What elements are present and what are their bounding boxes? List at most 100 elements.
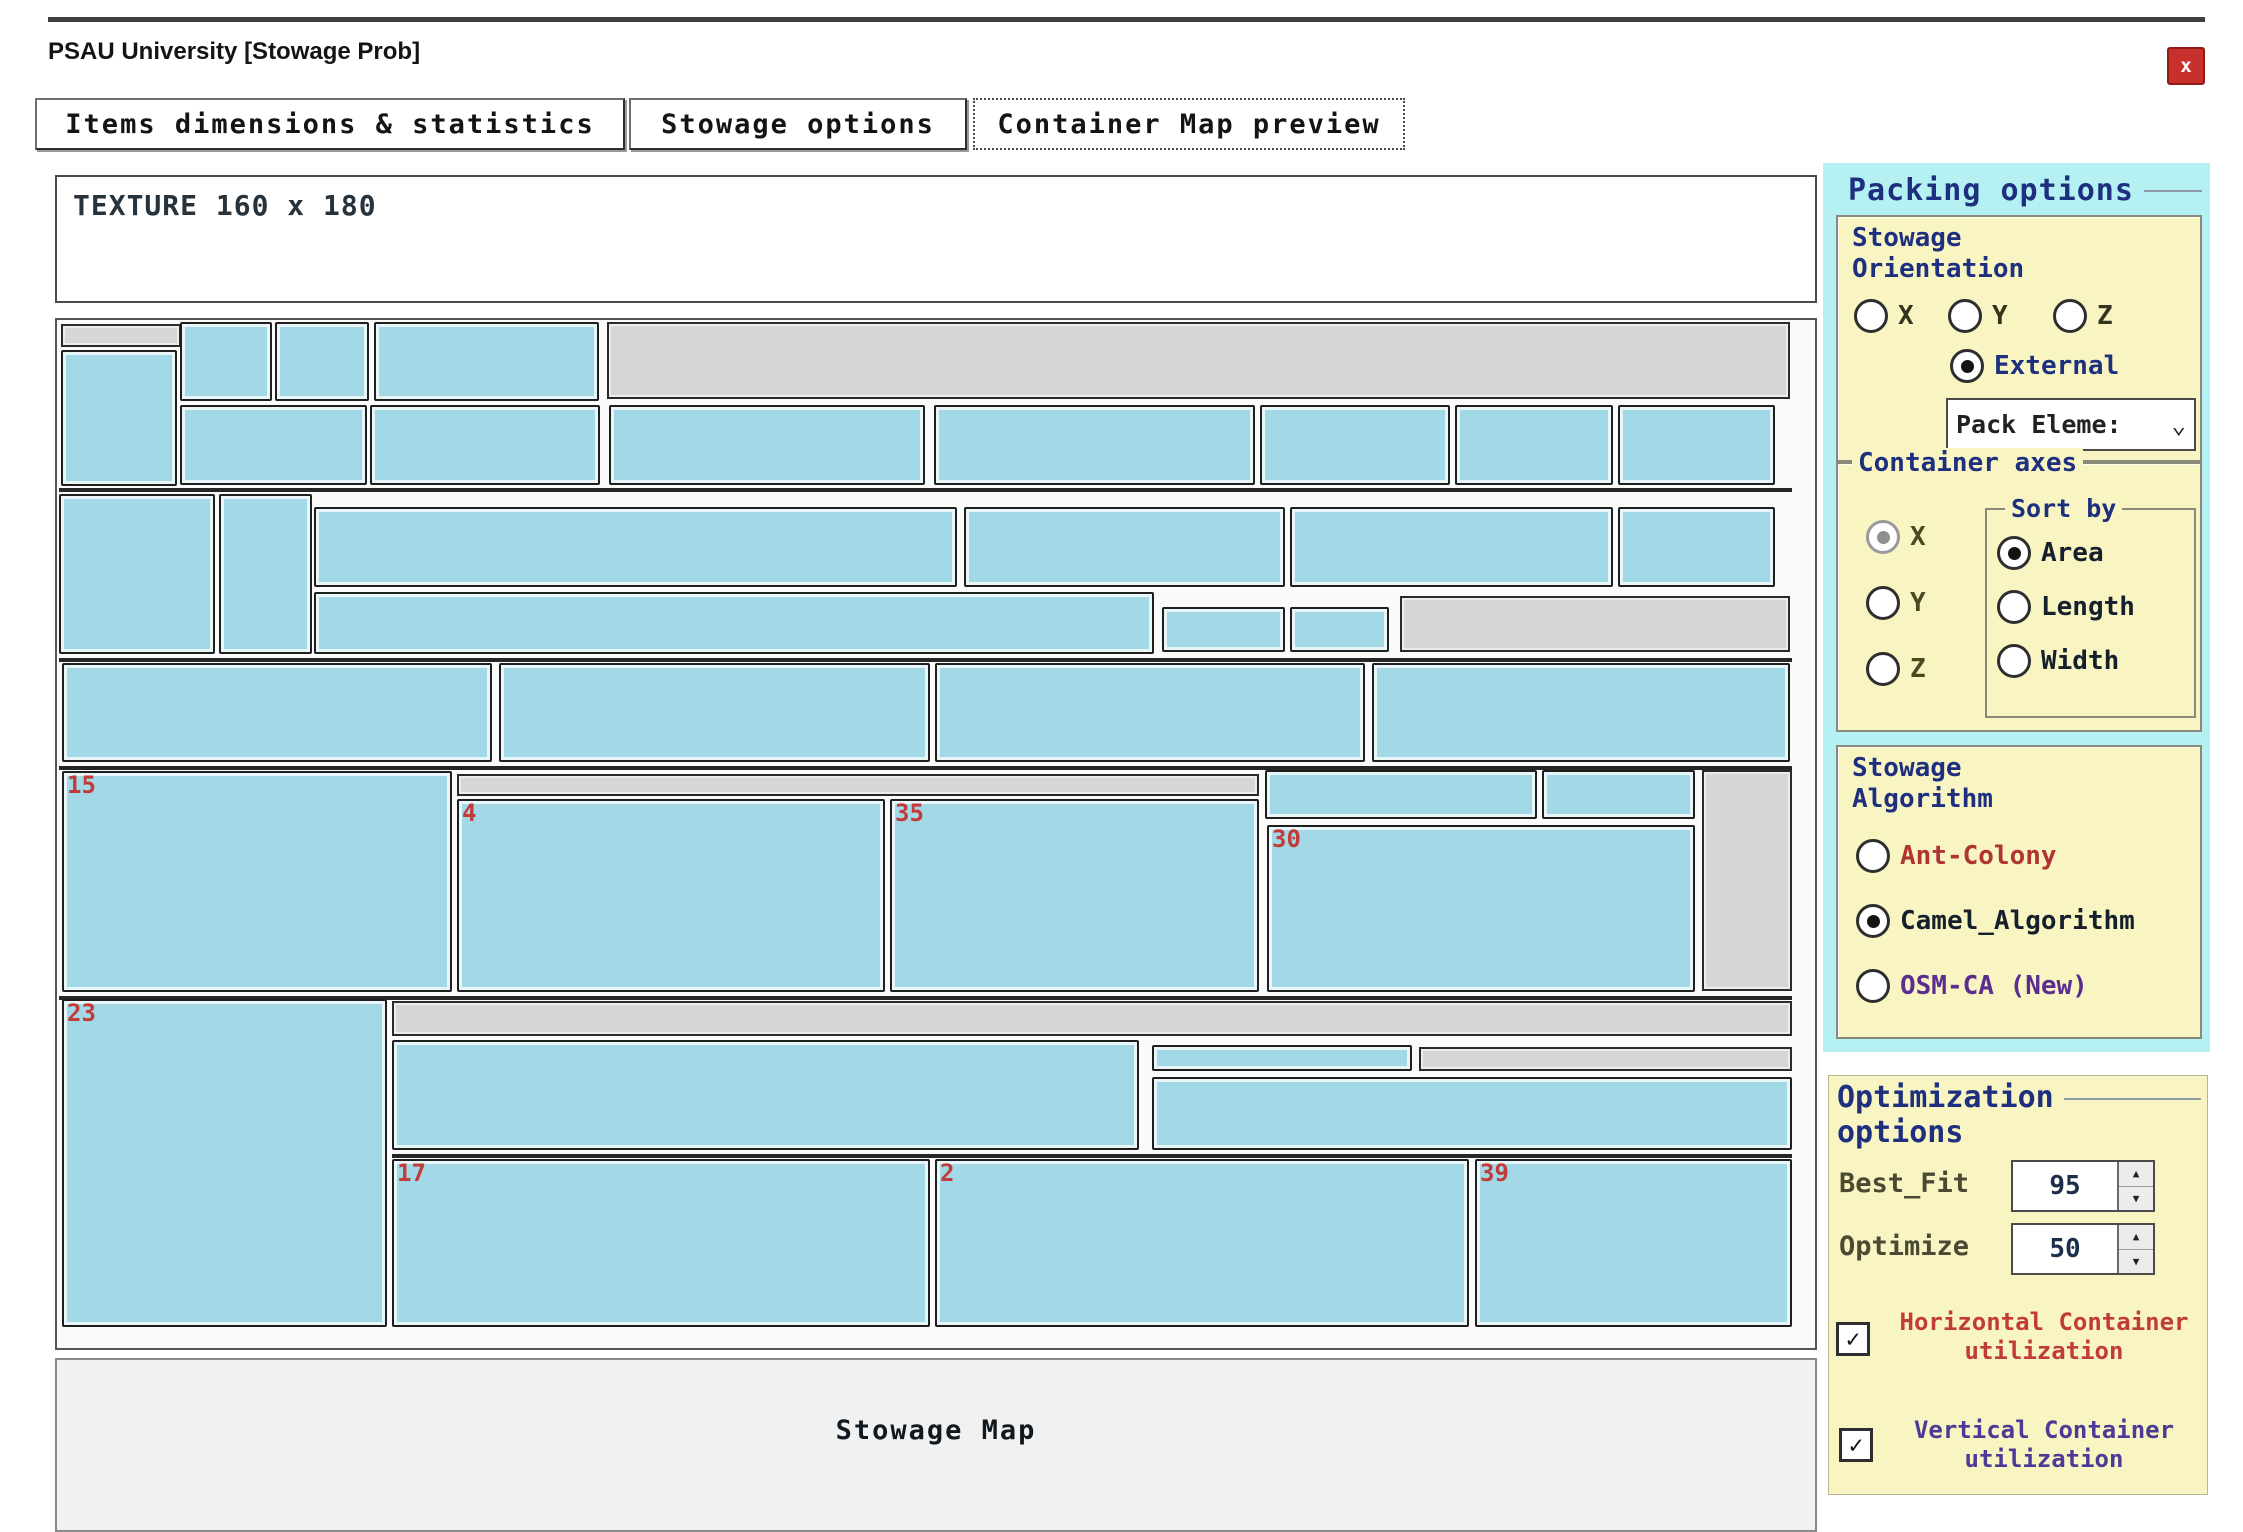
stowage-algorithm-group: Stowage Algorithm Ant-Colony Camel_Algor… (1836, 745, 2202, 1039)
stowage-algorithm-title: Stowage Algorithm (1852, 753, 1993, 814)
radio-axis-z[interactable]: Z (1866, 652, 1926, 686)
band-divider (392, 1154, 1792, 1158)
radio-orientation-x[interactable]: X (1854, 299, 1914, 333)
stowage-item (180, 405, 367, 485)
stowage-item (1290, 507, 1613, 587)
optimization-options-group: Optimization options Best_Fit 95 ▲ ▼ Opt… (1828, 1075, 2208, 1495)
radio-orientation-external[interactable]: External (1950, 349, 2119, 383)
stowage-item (964, 507, 1285, 587)
optimize-label: Optimize (1839, 1231, 1970, 1262)
spinner-down-icon[interactable]: ▼ (2132, 1191, 2140, 1205)
radio-ant-colony[interactable]: Ant-Colony (1856, 839, 2057, 873)
stowage-item (457, 774, 1259, 796)
stowage-item (59, 494, 215, 654)
stowage-map-caption: Stowage Map (835, 1415, 1037, 1446)
stowage-map-caption-box: Stowage Map (55, 1358, 1817, 1532)
item-number-label: 2 (940, 1159, 955, 1187)
stowage-item (1618, 507, 1775, 587)
texture-label: TEXTURE 160 x 180 (73, 189, 377, 222)
item-number-label: 30 (1272, 825, 1301, 853)
stowage-orientation-title: Stowage Orientation (1852, 223, 2025, 284)
stowage-item (1152, 1045, 1412, 1071)
stowage-item (1162, 607, 1285, 652)
stowage-item-17: 17 (392, 1159, 930, 1327)
radio-sort-area[interactable]: Area (1997, 536, 2104, 570)
item-number-label: 4 (462, 799, 477, 827)
tab-label: Items dimensions & statistics (65, 108, 595, 140)
stowage-item (219, 494, 312, 654)
spinner-up-icon[interactable]: ▲ (2119, 1225, 2153, 1250)
stowage-orientation-group: Stowage Orientation X Y Z External Pack … (1836, 215, 2202, 462)
horizontal-utilization-checkbox[interactable]: ✓ (1836, 1322, 1870, 1356)
tab-label: Container Map preview (997, 108, 1381, 140)
spinner-up-icon[interactable]: ▲ (2119, 1162, 2153, 1187)
spinner-buttons[interactable]: ▲ ▼ (2117, 1162, 2153, 1210)
radio-axis-x[interactable]: X (1866, 520, 1926, 554)
spinner-down-icon[interactable]: ▼ (2132, 1254, 2140, 1268)
spinner-buttons[interactable]: ▲ ▼ (2117, 1225, 2153, 1273)
radio-sort-length[interactable]: Length (1997, 590, 2135, 624)
radio-circle-icon (1866, 586, 1900, 620)
radio-circle-icon (1997, 536, 2031, 570)
radio-circle-icon (1856, 904, 1890, 938)
stowage-item (392, 1040, 1139, 1150)
best-fit-value: 95 (2049, 1171, 2081, 1201)
tab-stowage-options[interactable]: Stowage options (629, 98, 967, 150)
stowage-item (180, 322, 272, 401)
optimize-value: 50 (2049, 1234, 2081, 1264)
item-number-label: 17 (397, 1159, 426, 1187)
radio-camel-algorithm[interactable]: Camel_Algorithm (1856, 904, 2135, 938)
band-divider (59, 766, 1792, 770)
stowage-item (1618, 405, 1775, 485)
stowage-item (609, 405, 925, 485)
texture-info-box: TEXTURE 160 x 180 (55, 175, 1817, 303)
radio-orientation-y[interactable]: Y (1948, 299, 2008, 333)
band-divider (59, 488, 1792, 492)
stowage-item (374, 322, 599, 401)
item-number-label: 39 (1480, 1159, 1509, 1187)
stowage-item-39: 39 (1475, 1159, 1792, 1327)
optimization-options-title: Optimization options (1837, 1080, 2201, 1150)
window-title: PSAU University [Stowage Prob] (48, 38, 421, 65)
stowage-item (1400, 596, 1790, 652)
item-number-label: 23 (67, 999, 96, 1027)
stowage-item (62, 663, 492, 762)
stowage-item (934, 405, 1255, 485)
stowage-item (1455, 405, 1613, 485)
tab-container-map-preview[interactable]: Container Map preview (973, 98, 1405, 150)
stowage-item (499, 663, 930, 762)
horizontal-utilization-label: Horizontal Container utilization (1899, 1308, 2189, 1365)
close-button[interactable]: x (2167, 47, 2205, 85)
stowage-item (1265, 770, 1537, 819)
stowage-item (935, 663, 1365, 762)
pack-element-dropdown[interactable]: Pack Eleme: ⌄ (1946, 398, 2196, 451)
sort-by-title: Sort by (2005, 494, 2123, 523)
vertical-utilization-label: Vertical Container utilization (1913, 1416, 2175, 1473)
stowage-item (1152, 1077, 1792, 1150)
radio-circle-icon (1856, 969, 1890, 1003)
tab-items-dimensions[interactable]: Items dimensions & statistics (35, 98, 625, 150)
radio-circle-icon (1948, 299, 1982, 333)
chevron-down-icon: ⌄ (2171, 410, 2186, 439)
packing-options-panel: Packing options Stowage Orientation X Y … (1823, 163, 2210, 1052)
stowage-item (314, 507, 957, 587)
best-fit-spinner[interactable]: 95 ▲ ▼ (2011, 1160, 2155, 1212)
stowage-item-2: 2 (935, 1159, 1469, 1327)
optimize-spinner[interactable]: 50 ▲ ▼ (2011, 1223, 2155, 1275)
radio-circle-icon (2053, 299, 2087, 333)
stowage-item (61, 324, 181, 347)
radio-sort-width[interactable]: Width (1997, 644, 2119, 678)
item-number-label: 35 (895, 799, 924, 827)
stowage-item-23: 23 (62, 999, 387, 1327)
vertical-utilization-checkbox[interactable]: ✓ (1839, 1428, 1873, 1462)
radio-orientation-z[interactable]: Z (2053, 299, 2113, 333)
stowage-item (392, 1001, 1792, 1036)
stowage-item (61, 350, 177, 486)
stowage-item (1290, 607, 1389, 652)
radio-circle-icon (1854, 299, 1888, 333)
stowage-map-canvas: 15 4 35 30 23 17 2 39 (59, 322, 1813, 1346)
stowage-item-15: 15 (62, 771, 452, 992)
stowage-item (1542, 770, 1695, 819)
radio-axis-y[interactable]: Y (1866, 586, 1926, 620)
radio-osm-ca[interactable]: OSM-CA (New) (1856, 969, 2088, 1003)
